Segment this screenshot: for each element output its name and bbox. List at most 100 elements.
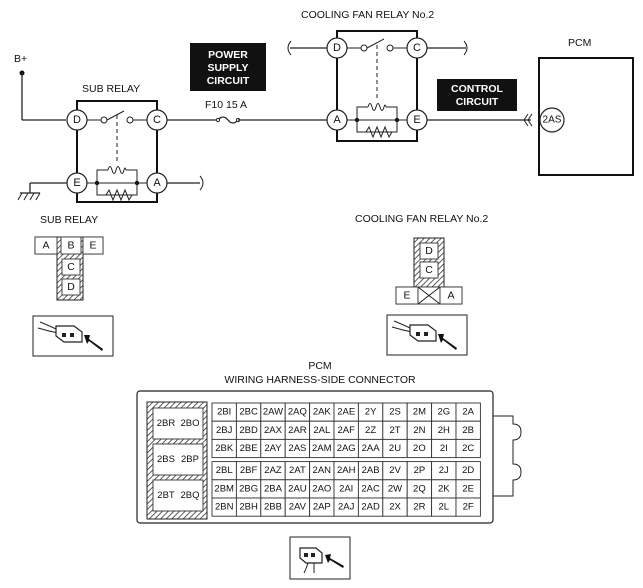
fan-relay-pin-e-label: E	[413, 114, 420, 126]
sub-relay-pin-a-label: A	[153, 177, 161, 189]
wire-break-mark	[287, 40, 292, 56]
pcm-pin-label: 2J	[439, 465, 449, 476]
pcm-pin-label: 2AX	[264, 425, 283, 436]
sub-relay-cell-e-label: E	[89, 240, 96, 252]
pcm-pin-label: 2BF	[240, 465, 258, 476]
pcm-pin-label: 2BL	[216, 465, 233, 476]
pcm-pin-label: 2I	[440, 443, 448, 454]
pcm-pin-label: 2AI	[339, 483, 353, 494]
pcm-pin-label: 2BC	[239, 407, 258, 418]
pcm-pin-label: 2M	[413, 407, 426, 418]
pcm-pin-2bo: 2BO	[180, 418, 199, 429]
pcm-pin-label: 2AN	[313, 465, 332, 476]
b-plus-label: B+	[14, 53, 27, 65]
sub-relay-coil	[87, 163, 147, 202]
pcm-pin-label: 2H	[438, 425, 450, 436]
power-supply-line2: SUPPLY	[207, 62, 248, 74]
pcm-pin-label: 2Y	[365, 407, 377, 418]
pcm-pin-label: 2F	[463, 502, 474, 513]
sub-relay-connector-title: SUB RELAY	[40, 214, 98, 226]
fan-relay-cell-c	[419, 261, 439, 279]
control-circuit-line1: CONTROL	[451, 83, 503, 95]
pcm-pin-label: 2BG	[239, 483, 258, 494]
sub-relay-cell-e	[82, 236, 104, 255]
pcm-pin-label: 2Z	[365, 425, 376, 436]
pcm-pin-label: 2BB	[264, 502, 282, 513]
pcm-pin-label: 2BK	[215, 443, 234, 454]
sub-relay-pin-e-label: E	[73, 177, 80, 189]
pcm-pin-label: 2AW	[263, 407, 283, 418]
pcm-pin-label: 2AD	[361, 502, 380, 513]
pcm-pin-label: 2AC	[361, 483, 380, 494]
pcm-pin-label: 2BJ	[216, 425, 233, 436]
pcm-pin-2bt: 2BT	[157, 490, 175, 501]
connector-view-icon	[32, 315, 114, 357]
pcm-pin-label: 2D	[462, 465, 474, 476]
pcm-pin-label: 2V	[389, 465, 401, 476]
pcm-pin-label: 2AQ	[288, 407, 307, 418]
pcm-pin-label: 2T	[389, 425, 400, 436]
pcm-left-block-3	[152, 479, 204, 512]
pcm-pin-2bp: 2BP	[181, 454, 199, 465]
power-supply-line3: CIRCUIT	[207, 75, 250, 87]
fan-relay-cell-c-label: C	[425, 264, 433, 276]
sub-relay-cell-a-label: A	[42, 240, 49, 252]
pcm-pin-label: 2G	[437, 407, 450, 418]
pcm-pin-label: 2AZ	[264, 465, 282, 476]
sub-relay-cell-d-label: D	[67, 281, 75, 293]
pcm-pin-label: 2AR	[288, 425, 307, 436]
pcm-pin-label: 2E	[462, 483, 474, 494]
pcm-pin-label: 2AT	[289, 465, 306, 476]
pcm-pin-2bs: 2BS	[157, 454, 175, 465]
fan-relay-cell-a-label: A	[447, 290, 454, 302]
fan-relay-cell-a	[439, 286, 463, 305]
pcm-pin-label: 2AM	[312, 443, 332, 454]
sub-relay-pin-d-label: D	[73, 114, 81, 126]
sub-relay-cell-b-label: B	[67, 240, 74, 252]
fan-relay-connector-title: COOLING FAN RELAY No.2	[355, 213, 488, 225]
pcm-pin-label: 2O	[413, 443, 426, 454]
pcm-pin-label: 2K	[438, 483, 450, 494]
pcm-pin-label: 2X	[389, 502, 401, 513]
pcm-left-block-1	[152, 407, 204, 440]
pcm-pin-label: 2AK	[313, 407, 332, 418]
pcm-pin-2bq: 2BQ	[180, 490, 199, 501]
ground-symbol	[17, 182, 67, 201]
pcm-pin-label: 2AH	[337, 465, 356, 476]
pcm-pin-label: 2AP	[313, 502, 331, 513]
pcm-pin-label: 2U	[389, 443, 401, 454]
sub-relay-cell-c-label: C	[67, 261, 75, 273]
control-circuit-line2: CIRCUIT	[456, 96, 499, 108]
pcm-box	[538, 57, 634, 176]
connector-view-icon	[289, 536, 351, 580]
sub-relay-cell-b	[60, 236, 82, 255]
pcm-pin-label: 2R	[413, 502, 425, 513]
pcm-pin-label: 2AY	[264, 443, 282, 454]
pcm-pin-cell	[455, 438, 481, 459]
fan-relay-pin-c-label: C	[413, 42, 421, 54]
pcm-pin-label: 2AO	[312, 483, 331, 494]
pcm-pin-label: 2BA	[264, 483, 283, 494]
sub-relay-cell-c	[61, 258, 81, 276]
pcm-pin-label: 2AA	[362, 443, 381, 454]
pcm-pin-label: 2AG	[337, 443, 356, 454]
fuse-label: F10 15 A	[205, 99, 247, 111]
pcm-pin-label: 2AJ	[338, 502, 355, 513]
fan-relay-cell-d-label: D	[425, 245, 433, 257]
pcm-pin-label: 2BD	[239, 425, 258, 436]
fan-relay-pin-a-label: A	[333, 114, 341, 126]
pcm-pin-label: 2BE	[240, 443, 258, 454]
fan-relay-title: COOLING FAN RELAY No.2	[301, 9, 434, 21]
connector-symbol	[523, 113, 533, 127]
pcm-pin-label: 2P	[414, 465, 426, 476]
pcm-pin-2br: 2BR	[157, 418, 176, 429]
sub-relay-cell-a	[34, 236, 58, 255]
wiring-harness-title: WIRING HARNESS-SIDE CONNECTOR	[224, 374, 416, 386]
sub-relay-cell-d	[61, 278, 81, 296]
sub-relay-switch	[87, 110, 147, 167]
sub-relay-box	[76, 100, 158, 203]
pcm-pin-label: 2AL	[313, 425, 330, 436]
pcm-pin-label: 2W	[388, 483, 402, 494]
